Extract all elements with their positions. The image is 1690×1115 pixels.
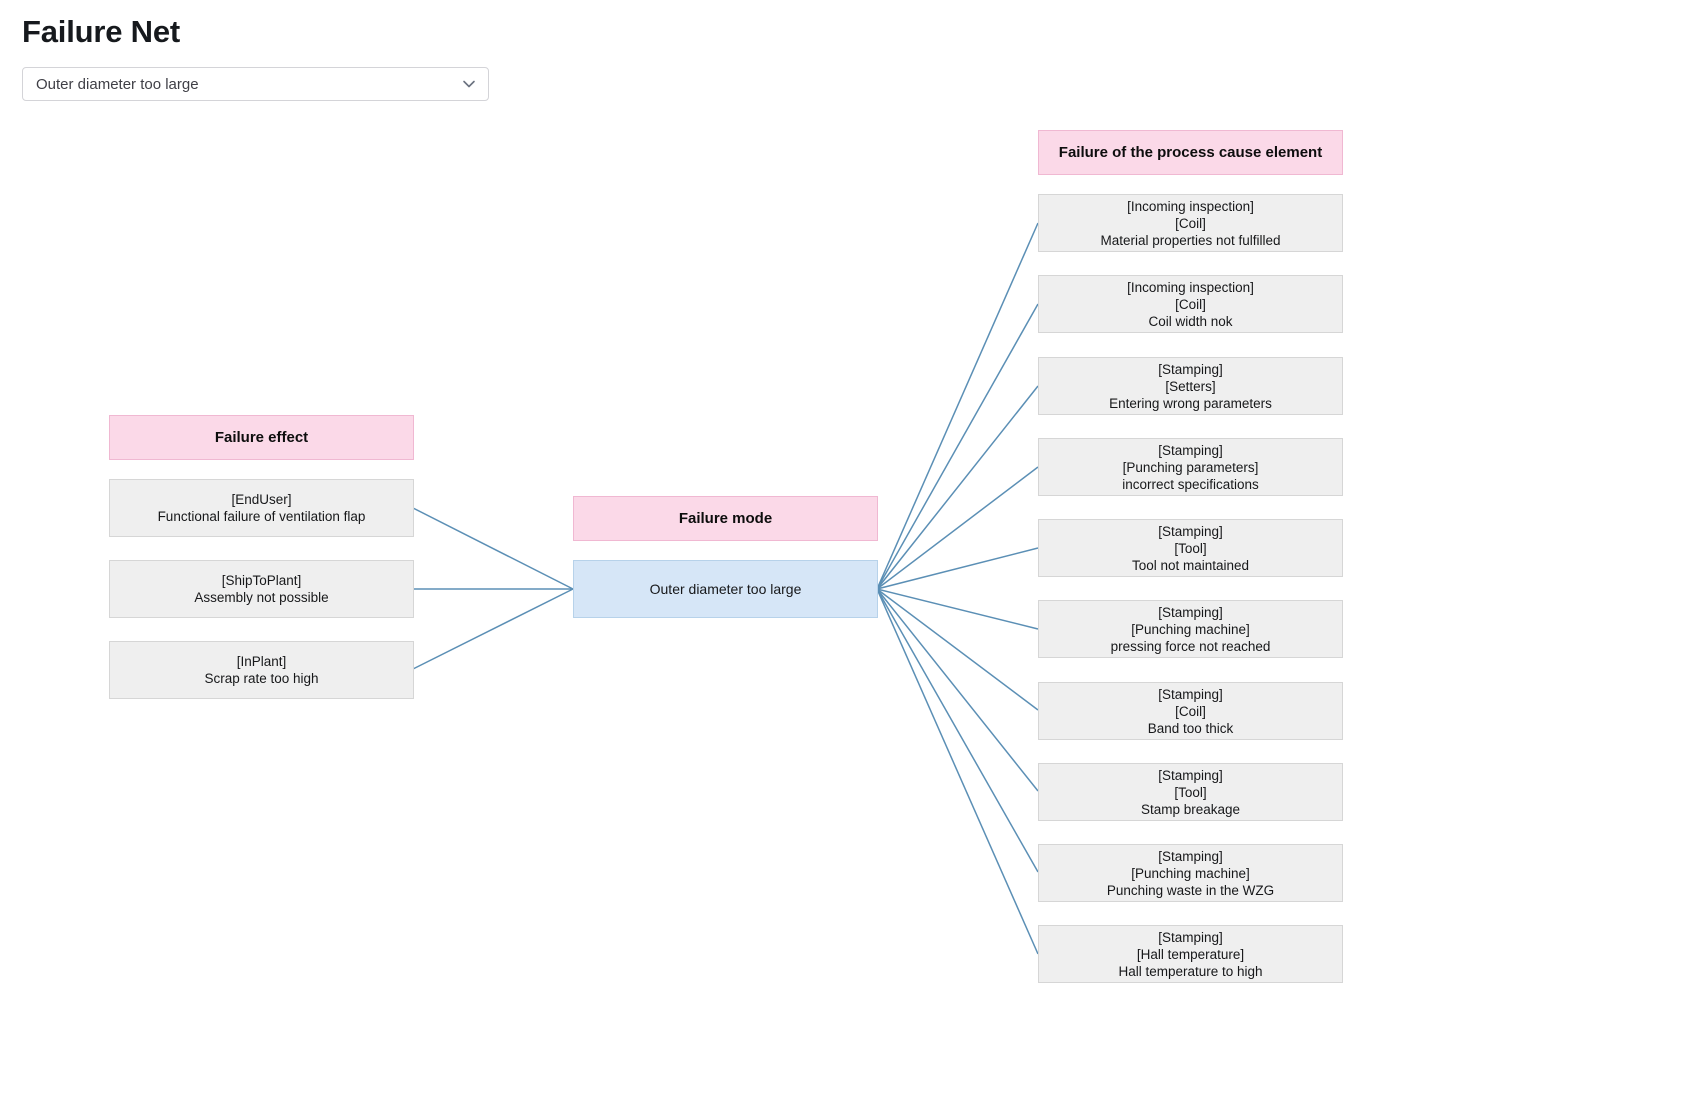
column-header-process-cause: Failure of the process cause element xyxy=(1038,130,1343,175)
edge-effect-1 xyxy=(412,507,574,590)
edge-cause-5 xyxy=(876,547,1039,590)
column-header-failure-effect: Failure effect xyxy=(109,415,414,460)
page-title: Failure Net xyxy=(22,14,181,49)
node-failure-effect-3[interactable]: [InPlant] Scrap rate too high xyxy=(109,641,414,699)
edge-cause-1 xyxy=(876,222,1039,590)
failure-mode-select-value: Outer diameter too large xyxy=(36,75,199,93)
node-process-cause-2[interactable]: [Incoming inspection] [Coil] Coil width … xyxy=(1038,275,1343,333)
edge-cause-10 xyxy=(876,588,1039,955)
edge-effect-3 xyxy=(412,588,574,670)
column-header-failure-mode: Failure mode xyxy=(573,496,878,541)
node-process-cause-3[interactable]: [Stamping] [Setters] Entering wrong para… xyxy=(1038,357,1343,415)
node-process-cause-9[interactable]: [Stamping] [Punching machine] Punching w… xyxy=(1038,844,1343,902)
edge-cause-7 xyxy=(876,588,1039,711)
node-process-cause-10[interactable]: [Stamping] [Hall temperature] Hall tempe… xyxy=(1038,925,1343,983)
node-process-cause-8[interactable]: [Stamping] [Tool] Stamp breakage xyxy=(1038,763,1343,821)
node-failure-effect-1[interactable]: [EndUser] Functional failure of ventilat… xyxy=(109,479,414,537)
node-process-cause-6[interactable]: [Stamping] [Punching machine] pressing f… xyxy=(1038,600,1343,658)
node-process-cause-7[interactable]: [Stamping] [Coil] Band too thick xyxy=(1038,682,1343,740)
edge-cause-2 xyxy=(876,303,1039,590)
node-process-cause-5[interactable]: [Stamping] [Tool] Tool not maintained xyxy=(1038,519,1343,577)
failure-net-canvas: Failure effect [EndUser] Functional fail… xyxy=(0,110,1690,1115)
node-process-cause-4[interactable]: [Stamping] [Punching parameters] incorre… xyxy=(1038,438,1343,496)
edge-cause-3 xyxy=(876,385,1039,590)
failure-mode-select[interactable]: Outer diameter too large xyxy=(22,67,489,101)
edge-cause-9 xyxy=(876,588,1039,873)
edge-cause-4 xyxy=(876,466,1039,590)
edge-cause-8 xyxy=(876,588,1039,792)
node-process-cause-1[interactable]: [Incoming inspection] [Coil] Material pr… xyxy=(1038,194,1343,252)
node-failure-effect-2[interactable]: [ShipToPlant] Assembly not possible xyxy=(109,560,414,618)
chevron-down-icon xyxy=(460,75,478,93)
edge-cause-6 xyxy=(876,588,1039,630)
node-failure-mode-1[interactable]: Outer diameter too large xyxy=(573,560,878,618)
